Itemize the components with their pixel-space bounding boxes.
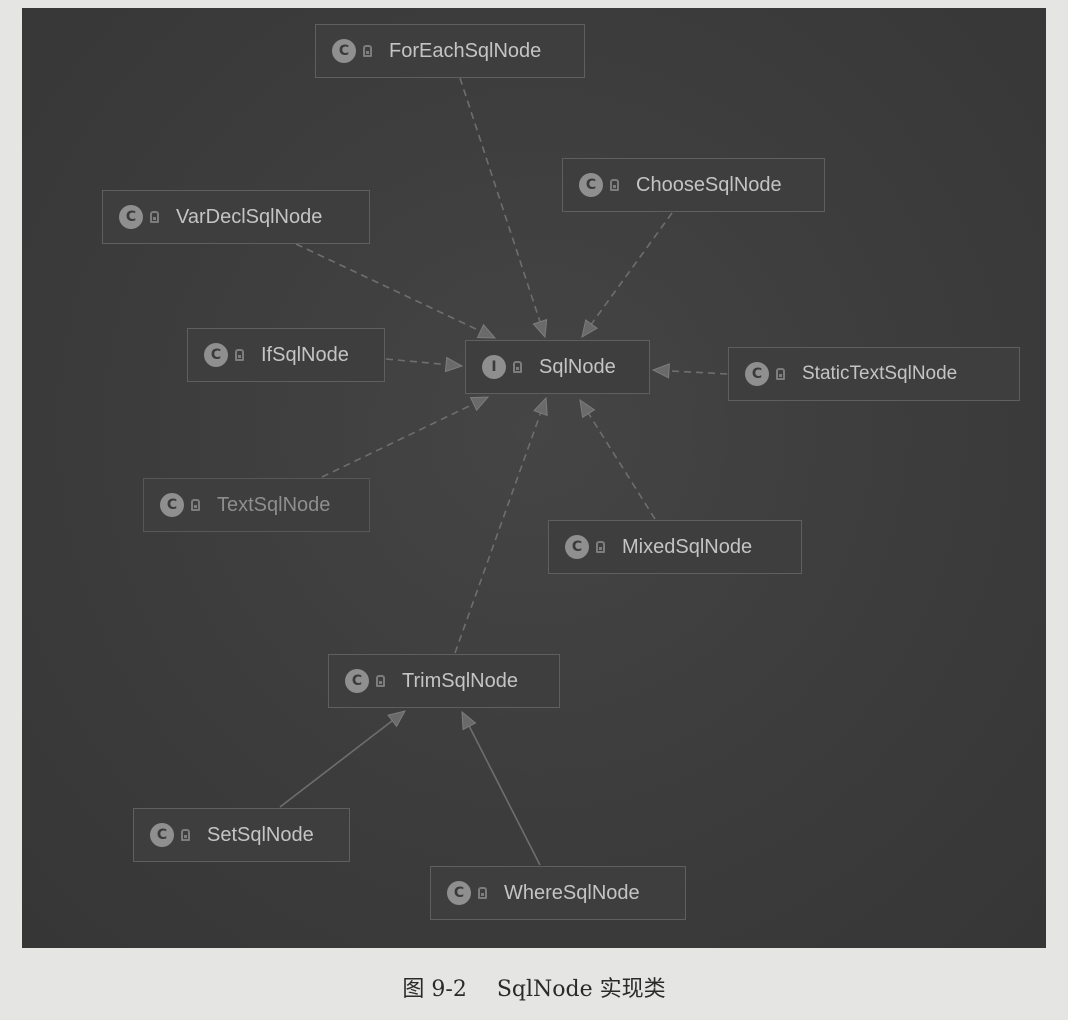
interface-node-sqlnode: I SqlNode (465, 340, 650, 394)
arrowhead (444, 356, 464, 373)
node-label: TextSqlNode (217, 494, 331, 516)
class-node-foreachsqlnode: C ForEachSqlNode (315, 24, 585, 78)
arrow-trimsqlnode-to-sqlnode (454, 396, 548, 654)
class-node-vardeclsqlnode: C VarDeclSqlNode (102, 190, 370, 244)
node-label: MixedSqlNode (622, 536, 753, 558)
arrow-wheresqlnode-to-trimsqlnode (461, 710, 541, 866)
class-icon: C (745, 362, 769, 386)
visibility-icon (150, 211, 159, 223)
arrow-mixedsqlnode-to-sqlnode (579, 398, 656, 520)
arrowhead (579, 398, 596, 419)
class-node-wheresqlnode: C WhereSqlNode (430, 866, 686, 920)
interface-icon: I (482, 355, 506, 379)
class-node-trimsqlnode: C TrimSqlNode (328, 654, 560, 708)
visibility-icon (478, 887, 487, 899)
arrow-line (459, 77, 541, 323)
arrow-statictextsqlnode-to-sqlnode (651, 363, 728, 379)
visibility-icon (513, 361, 522, 373)
arrow-setsqlnode-to-trimsqlnode (279, 710, 406, 808)
class-icon: C (345, 669, 369, 693)
class-icon: C (579, 173, 603, 197)
class-node-mixedsqlnode: C MixedSqlNode (548, 520, 802, 574)
arrowhead (461, 710, 477, 731)
visibility-icon (610, 179, 619, 191)
visibility-icon (181, 829, 190, 841)
class-icon: C (332, 39, 356, 63)
arrow-line (279, 720, 393, 808)
arrowhead (387, 710, 406, 728)
visibility-icon (363, 45, 372, 57)
class-icon: C (204, 343, 228, 367)
class-icon: C (119, 205, 143, 229)
node-label: TrimSqlNode (402, 670, 518, 692)
class-node-setsqlnode: C SetSqlNode (133, 808, 350, 862)
figure-caption: 图 9-2 SqlNode 实现类 (0, 970, 1068, 1010)
arrow-line (385, 358, 447, 366)
node-label: SetSqlNode (207, 824, 314, 846)
arrow-choosesqlnode-to-sqlnode (581, 212, 673, 339)
visibility-icon (376, 675, 385, 687)
arrow-foreachsqlnode-to-sqlnode (459, 77, 548, 339)
figure-number: 图 9-2 (402, 977, 467, 1002)
arrowhead (651, 363, 670, 379)
class-icon: C (447, 881, 471, 905)
arrow-vardeclsqlnode-to-sqlnode (295, 243, 497, 339)
node-label: IfSqlNode (261, 344, 349, 366)
arrowhead (533, 396, 548, 417)
visibility-icon (235, 349, 244, 361)
arrow-textsqlnode-to-sqlnode (321, 396, 490, 478)
class-icon: C (150, 823, 174, 847)
node-label: StaticTextSqlNode (802, 363, 958, 384)
arrow-line (454, 412, 542, 654)
figure-title: SqlNode 实现类 (496, 977, 666, 1002)
visibility-icon (191, 499, 200, 511)
arrow-line (587, 413, 656, 520)
node-label: VarDeclSqlNode (176, 206, 323, 228)
node-label: WhereSqlNode (504, 882, 640, 904)
arrow-line (321, 403, 474, 478)
node-label: SqlNode (539, 356, 616, 378)
arrowhead (581, 319, 598, 339)
arrow-line (295, 243, 481, 332)
class-node-ifsqlnode: C IfSqlNode (187, 328, 385, 382)
class-icon: C (565, 535, 589, 559)
node-label: ForEachSqlNode (389, 40, 542, 62)
class-icon: C (160, 493, 184, 517)
arrow-line (590, 212, 673, 325)
visibility-icon (776, 368, 785, 380)
arrowhead (476, 323, 497, 339)
node-label: ChooseSqlNode (636, 174, 782, 196)
arrow-line (468, 725, 541, 866)
class-node-textsqlnode: C TextSqlNode (143, 478, 370, 532)
visibility-icon (596, 541, 605, 553)
arrowhead (532, 318, 548, 339)
class-node-choosesqlnode: C ChooseSqlNode (562, 158, 825, 212)
arrow-ifsqlnode-to-sqlnode (385, 356, 464, 373)
class-node-statictextsqlnode: C StaticTextSqlNode (728, 347, 1020, 401)
arrowhead (469, 396, 490, 412)
arrow-line (668, 370, 728, 375)
